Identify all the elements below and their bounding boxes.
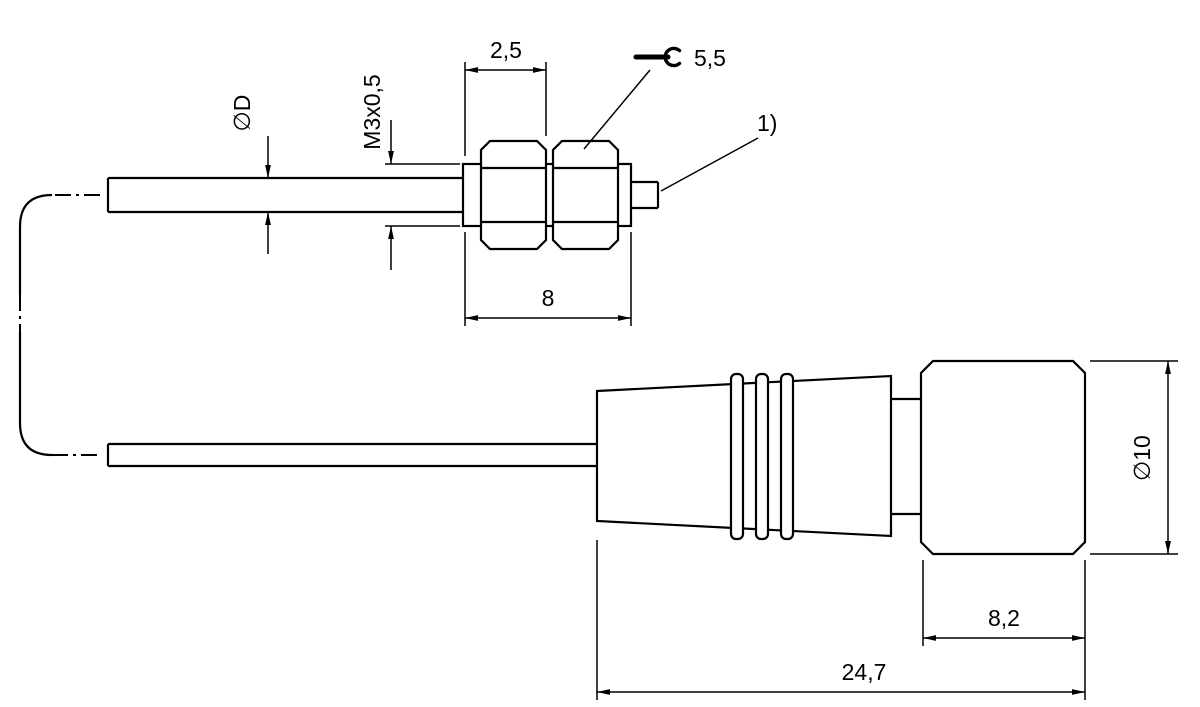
bottom-view <box>106 359 1087 556</box>
wrench-icon <box>633 46 682 68</box>
fiber-cable-bottom <box>106 442 600 468</box>
wrench-size-note: 5,5 <box>583 45 726 150</box>
cable-bend-top <box>18 193 53 228</box>
dim-label-nut-width: 2,5 <box>490 37 522 63</box>
hex-nut-back-outline <box>551 139 620 251</box>
total-length-label: 24,7 <box>842 659 887 685</box>
head-diameter-label: ∅10 <box>1129 435 1155 481</box>
dimension-head-diameter: ∅10 <box>1090 360 1178 555</box>
connector-rib-1 <box>729 372 745 541</box>
leader-line <box>660 137 759 192</box>
dimension-thread: M3x0,5 <box>359 74 460 270</box>
connector-rib-3 <box>779 372 795 541</box>
connector-head <box>919 359 1087 556</box>
hex-nut-front <box>479 139 548 251</box>
top-view <box>18 139 660 457</box>
fiber-cable-top <box>106 176 463 214</box>
wrench-size-label: 5,5 <box>694 45 726 71</box>
dimension-cable-diameter: ∅D <box>229 95 271 254</box>
cable-bend-bottom <box>18 422 53 457</box>
hex-nut-back <box>551 139 620 251</box>
dimension-sleeve-length: 8 <box>464 232 632 326</box>
dimension-total-length: 24,7 <box>596 540 1085 700</box>
head-length-label: 8,2 <box>988 605 1020 631</box>
hex-nut-front-outline <box>479 139 548 251</box>
sleeve-length-label: 8 <box>542 285 555 311</box>
dimension-head-length: 8,2 <box>922 560 1086 700</box>
fiber-tip <box>631 180 660 210</box>
footnote-reference: 1) <box>660 110 777 192</box>
leader-line <box>583 69 651 150</box>
thread-spec-label: M3x0,5 <box>359 74 385 149</box>
dimension-nut-width: 2,5 <box>464 37 547 156</box>
connector-rib-2 <box>754 372 770 541</box>
wrench-jaw <box>663 46 682 68</box>
cable-diameter-label: ∅D <box>229 95 255 132</box>
footnote-label: 1) <box>757 110 777 136</box>
